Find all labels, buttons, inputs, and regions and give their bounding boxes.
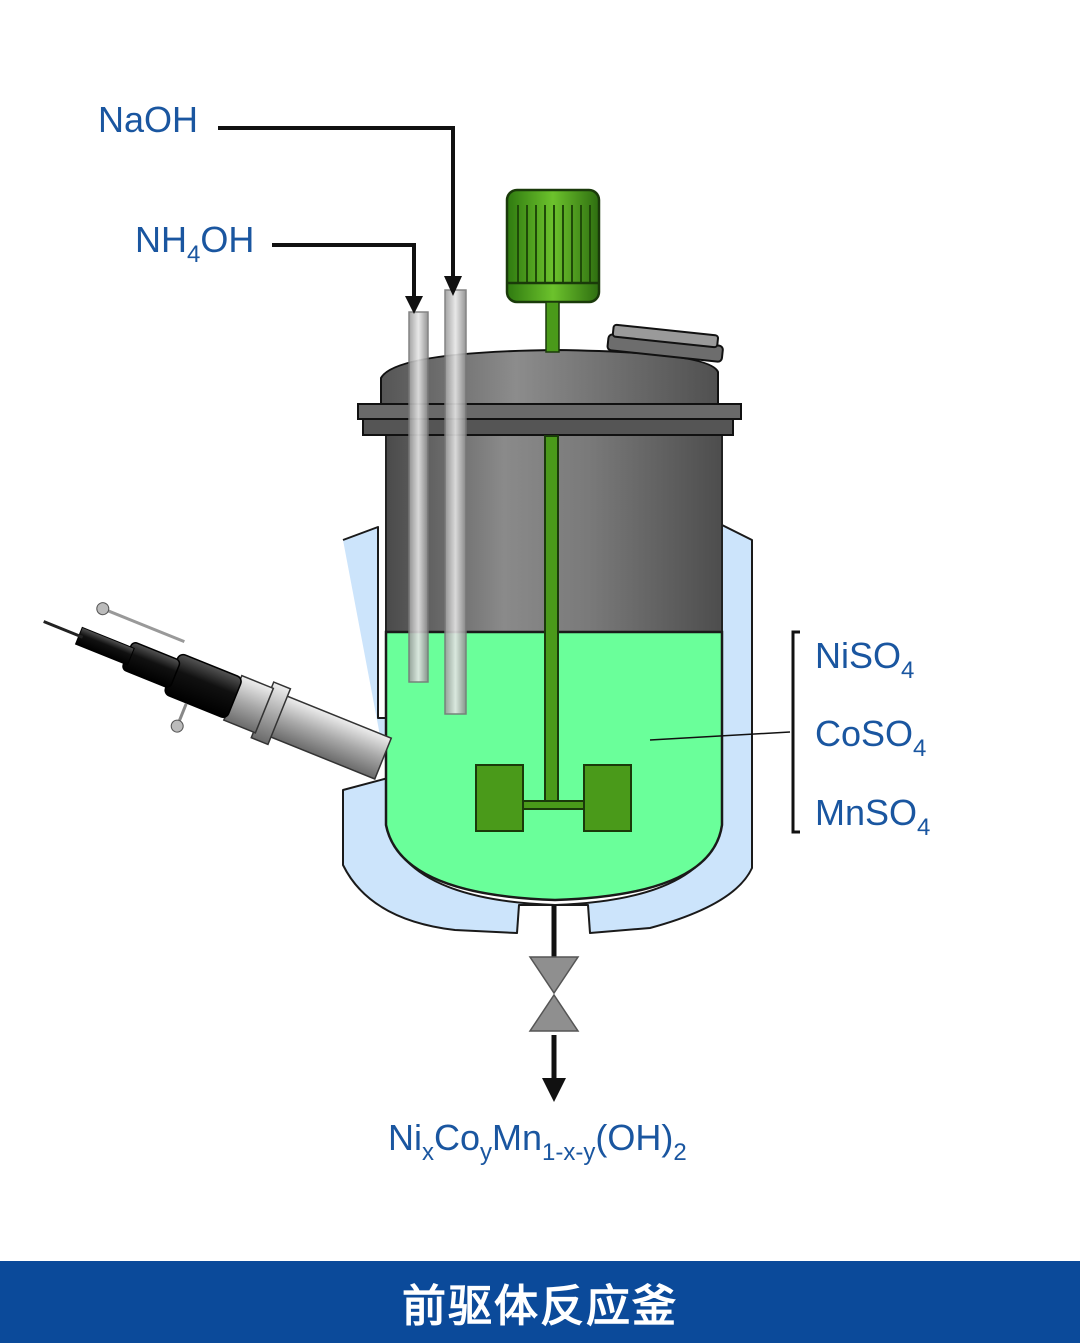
cooling-jacket <box>342 524 753 934</box>
salt-leader-line <box>649 731 791 741</box>
vessel-lid <box>380 348 719 405</box>
valve-lower-icon <box>528 993 580 1032</box>
footer-title: 前驱体反应釜 <box>402 1281 678 1332</box>
outlet-arrow-icon <box>542 1078 566 1102</box>
naoh-feed-pipe <box>444 289 467 715</box>
mnso4-label: MnSO4 <box>815 792 930 841</box>
product-label: NixCoyMn1-x-y(OH)2 <box>388 1117 687 1166</box>
valve-upper-icon <box>528 956 580 995</box>
reactor-diagram: NaOH NH4OH NiSO4 CoSO4 MnSO4 NixCoyMn1-x… <box>43 99 930 1166</box>
coso4-label: CoSO4 <box>815 713 926 762</box>
stirrer-shaft-upper <box>545 301 560 353</box>
footer-bar: 前驱体反应釜 <box>0 1261 1080 1343</box>
naoh-label: NaOH <box>98 99 198 140</box>
ph-probe <box>43 602 393 780</box>
salt-bracket <box>791 630 800 834</box>
impeller-blade-left <box>475 764 524 832</box>
niso4-label: NiSO4 <box>815 635 914 684</box>
stirrer-motor <box>505 188 601 304</box>
naoh-feed-line <box>218 126 455 278</box>
nh4oh-label: NH4OH <box>135 219 254 268</box>
nh4oh-arrow-icon <box>405 296 423 314</box>
naoh-arrow-icon <box>444 276 462 296</box>
stirrer-shaft <box>544 435 559 805</box>
lid-port <box>606 323 724 363</box>
nh4oh-feed-pipe <box>408 311 429 683</box>
nh4oh-feed-line <box>272 243 416 298</box>
impeller-hub <box>519 800 589 810</box>
impeller-blade-right <box>583 764 632 832</box>
